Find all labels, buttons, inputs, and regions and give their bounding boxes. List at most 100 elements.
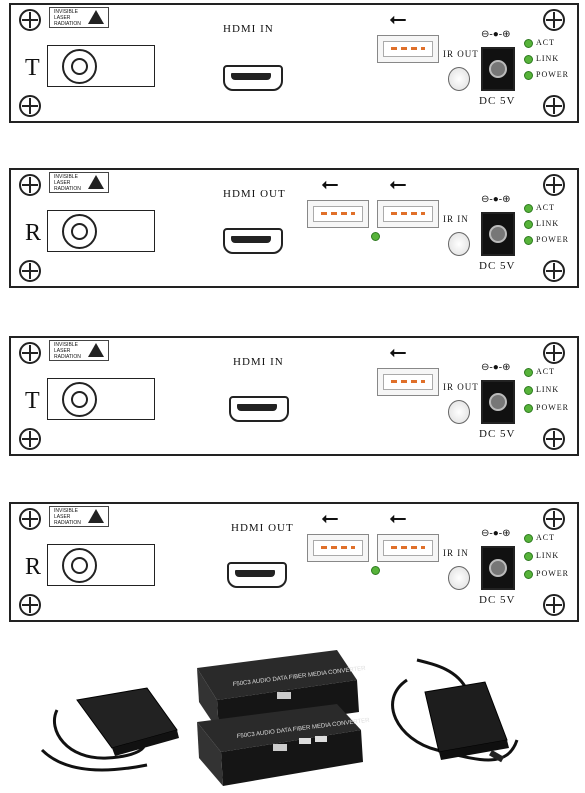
screw-icon	[543, 508, 565, 530]
screw-icon	[19, 594, 41, 616]
fiber-ring-icon	[62, 49, 97, 84]
dc-label: DC 5V	[479, 428, 516, 440]
laser-warning-label: INVISIBLE LASER RADIATION	[49, 7, 109, 28]
polarity-symbol: ⊖-●-⊕	[481, 362, 511, 373]
usb-port	[377, 35, 439, 63]
polarity-symbol: ⊖-●-⊕	[481, 194, 511, 205]
screw-icon	[543, 9, 565, 31]
hdmi-port	[227, 562, 287, 588]
led-link	[524, 386, 533, 395]
fiber-ring-icon	[62, 214, 97, 249]
screw-icon	[543, 95, 565, 117]
led-label: LINK	[536, 551, 560, 560]
led-label: LINK	[536, 385, 560, 394]
dc-label: DC 5V	[479, 95, 516, 107]
laser-warning-icon	[88, 343, 104, 357]
dc-label: DC 5V	[479, 260, 516, 272]
laser-warning-icon	[88, 509, 104, 523]
screw-icon	[543, 428, 565, 450]
led-label: ACT	[536, 38, 555, 47]
usb-icon: ⭠	[321, 506, 339, 531]
ir-port	[448, 400, 470, 424]
led-act	[524, 534, 533, 543]
panel-letter: R	[25, 554, 42, 580]
led-act	[524, 204, 533, 213]
dc-power-jack	[481, 47, 515, 91]
fiber-port	[47, 378, 155, 420]
led-label: POWER	[536, 70, 569, 79]
led-label: ACT	[536, 367, 555, 376]
polarity-symbol: ⊖-●-⊕	[481, 528, 511, 539]
laser-warning-label: INVISIBLE LASER RADIATION	[49, 172, 109, 193]
usb-port	[377, 368, 439, 396]
usb-icon: ⭠	[389, 172, 407, 197]
hdmi-port	[223, 65, 283, 91]
hdmi-port-label: HDMI OUT	[231, 522, 294, 534]
led-label: ACT	[536, 533, 555, 542]
hdmi-port-label: HDMI IN	[233, 356, 284, 368]
led-power	[524, 71, 533, 80]
led-label: LINK	[536, 54, 560, 63]
laser-warning-label: INVISIBLE LASER RADIATION	[49, 340, 109, 361]
power-adapter-left	[40, 687, 179, 772]
usb-icon: ⭠	[389, 7, 407, 32]
screw-icon	[543, 174, 565, 196]
product-photo: F50C3 AUDIO DATA FIBER MEDIA CONVERTER F…	[37, 640, 548, 788]
laser-warning-icon	[88, 10, 104, 24]
usb-port	[377, 200, 439, 228]
hdmi-port-label: HDMI IN	[223, 23, 274, 35]
screw-icon	[19, 174, 41, 196]
fiber-port	[47, 210, 155, 252]
led-link	[524, 220, 533, 229]
usb-led	[371, 232, 380, 241]
fiber-converter-units	[197, 650, 363, 786]
screw-icon	[543, 260, 565, 282]
usb-icon: ⭠	[389, 506, 407, 531]
panel-letter: T	[25, 55, 40, 81]
screw-icon	[19, 260, 41, 282]
power-adapter-right	[391, 658, 519, 763]
fiber-ring-icon	[62, 548, 97, 583]
fiber-port	[47, 544, 155, 586]
polarity-symbol: ⊖-●-⊕	[481, 29, 511, 40]
fiber-ring-icon	[62, 382, 97, 417]
laser-warning-label: INVISIBLE LASER RADIATION	[49, 506, 109, 527]
dc-power-jack	[481, 380, 515, 424]
dc-power-jack	[481, 212, 515, 256]
ir-port	[448, 566, 470, 590]
led-label: LINK	[536, 219, 560, 228]
transmitter-panel-1: INVISIBLE LASER RADIATION T HDMI IN ⭠ IR…	[9, 3, 579, 123]
usb-port	[377, 534, 439, 562]
led-power	[524, 236, 533, 245]
fiber-port	[47, 45, 155, 87]
screw-icon	[19, 508, 41, 530]
ir-label: IR OUT	[443, 382, 479, 392]
usb-port	[307, 200, 369, 228]
led-power	[524, 404, 533, 413]
led-act	[524, 39, 533, 48]
screw-icon	[19, 428, 41, 450]
hdmi-port	[223, 228, 283, 254]
screw-icon	[19, 342, 41, 364]
hdmi-port	[229, 396, 289, 422]
usb-icon: ⭠	[389, 340, 407, 365]
panel-letter: R	[25, 220, 42, 246]
laser-warning-icon	[88, 175, 104, 189]
ir-port	[448, 67, 470, 91]
led-act	[524, 368, 533, 377]
led-link	[524, 55, 533, 64]
usb-icon: ⭠	[321, 172, 339, 197]
screw-icon	[19, 95, 41, 117]
ir-port	[448, 232, 470, 256]
transmitter-panel-2: INVISIBLE LASER RADIATION T HDMI IN ⭠ IR…	[9, 336, 579, 456]
led-label: POWER	[536, 403, 569, 412]
led-label: ACT	[536, 203, 555, 212]
usb-port	[307, 534, 369, 562]
usb-led	[371, 566, 380, 575]
ir-label: IR IN	[443, 548, 469, 558]
dc-label: DC 5V	[479, 594, 516, 606]
receiver-panel-2: INVISIBLE LASER RADIATION R HDMI OUT ⭠ ⭠…	[9, 502, 579, 622]
ir-label: IR OUT	[443, 49, 479, 59]
receiver-panel-1: INVISIBLE LASER RADIATION R HDMI OUT ⭠ ⭠…	[9, 168, 579, 288]
led-label: POWER	[536, 569, 569, 578]
